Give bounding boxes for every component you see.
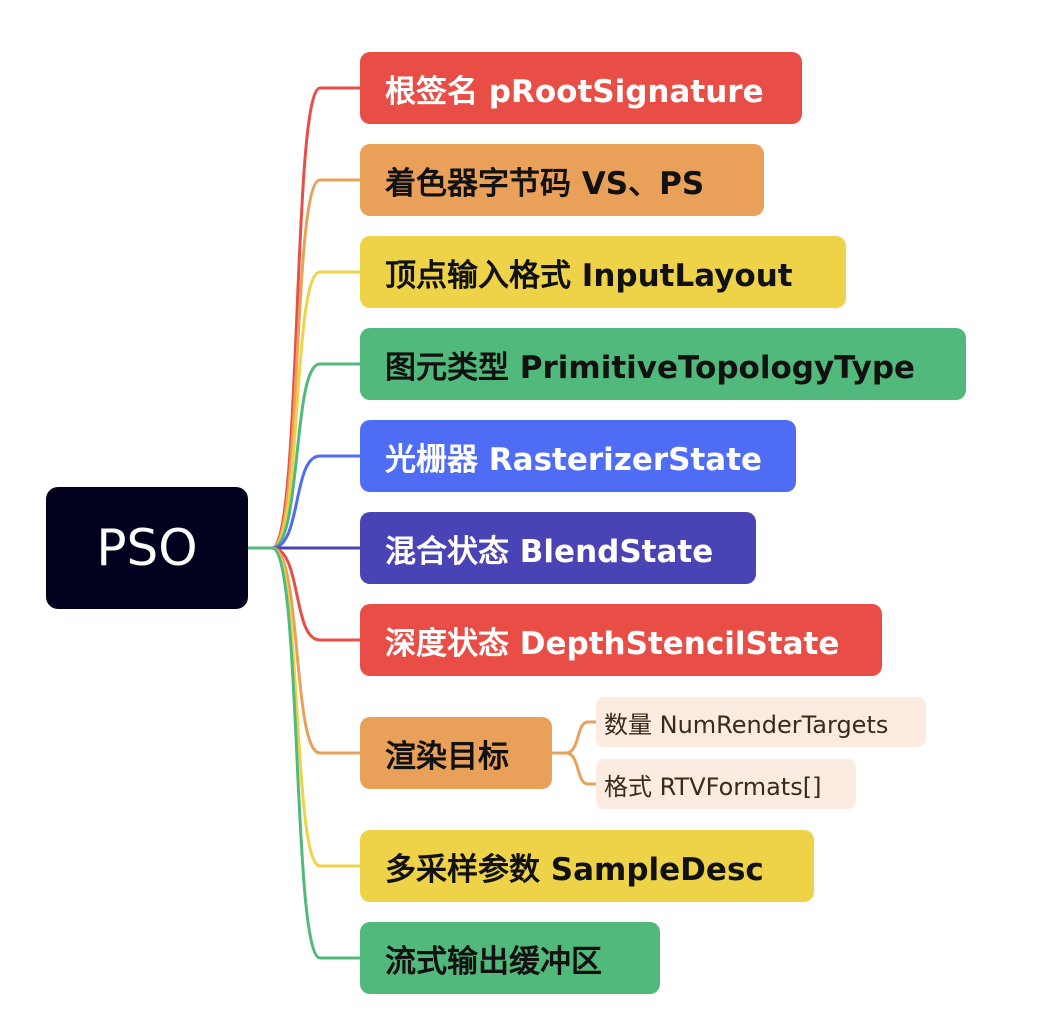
branch-label: 混合状态 BlendState (385, 533, 714, 570)
branch-blend-state[interactable]: 混合状态 BlendState (360, 512, 756, 584)
sub-rtv-formats[interactable]: 格式 RTVFormats[] (596, 759, 856, 809)
branch-render-targets[interactable]: 渲染目标 (360, 717, 552, 789)
branch-label: 深度状态 DepthStencilState (385, 625, 840, 662)
branch-label: 图元类型 PrimitiveTopologyType (385, 349, 916, 386)
branch-connector-3 (270, 362, 362, 550)
sub-label: 格式 RTVFormats[] (604, 772, 822, 801)
branch-connector-4 (270, 454, 362, 550)
branch-connector-9 (270, 546, 362, 960)
branch-primitive-topology[interactable]: 图元类型 PrimitiveTopologyType (360, 328, 966, 400)
branch-connector-2 (270, 270, 362, 550)
root-node-pso[interactable]: PSO (46, 487, 248, 609)
sub-label: 数量 NumRenderTargets (604, 710, 889, 739)
sub-connector-0 (550, 720, 598, 755)
branch-depth-stencil-state[interactable]: 深度状态 DepthStencilState (360, 604, 882, 676)
branch-label: 根签名 pRootSignature (385, 73, 764, 110)
branch-input-layout[interactable]: 顶点输入格式 InputLayout (360, 236, 846, 308)
branch-connector-7 (270, 546, 362, 755)
branch-stream-output[interactable]: 流式输出缓冲区 (360, 922, 660, 994)
branch-label: 流式输出缓冲区 (385, 943, 602, 980)
sub-connector-1 (550, 751, 598, 786)
branch-label: 顶点输入格式 InputLayout (385, 257, 793, 294)
root-node-label: PSO (96, 519, 198, 577)
branch-connector-6 (270, 546, 362, 642)
branch-label: 渲染目标 (385, 738, 509, 775)
branch-label: 多采样参数 SampleDesc (385, 851, 764, 888)
branch-connector-0 (270, 86, 362, 550)
sub-num-render-targets[interactable]: 数量 NumRenderTargets (596, 697, 926, 747)
branch-rasterizer-state[interactable]: 光栅器 RasterizerState (360, 420, 796, 492)
branch-shader-bytecode[interactable]: 着色器字节码 VS、PS (360, 144, 764, 216)
branch-sample-desc[interactable]: 多采样参数 SampleDesc (360, 830, 814, 902)
branch-root-signature[interactable]: 根签名 pRootSignature (360, 52, 802, 124)
branch-label: 着色器字节码 VS、PS (385, 165, 705, 202)
branch-label: 光栅器 RasterizerState (385, 441, 763, 478)
